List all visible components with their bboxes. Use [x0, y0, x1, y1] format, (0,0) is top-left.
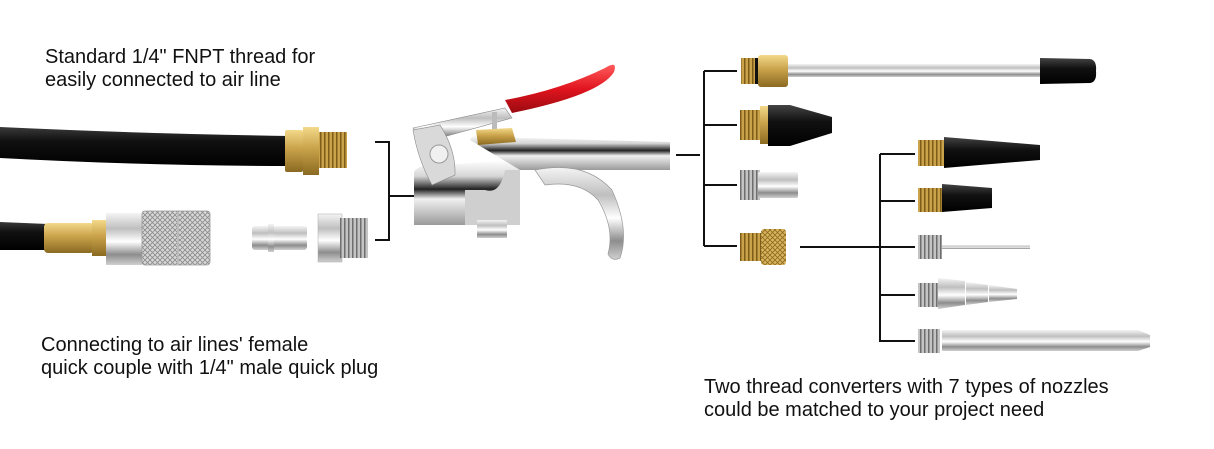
tapered-nozzle: [918, 278, 1017, 309]
air-blow-gun: [412, 64, 700, 260]
caption-nozzles: Two thread converters with 7 types of no…: [704, 376, 1109, 422]
caption-fnpt-line2: easily connected to air line: [45, 69, 281, 91]
thread-converter-steel: [740, 170, 798, 200]
caption-fnpt-line1: Standard 1/4" FNPT thread for: [45, 46, 316, 68]
bracket-converter-nozzles: [879, 153, 915, 342]
bracket-left: [375, 141, 414, 241]
caption-quick-plug: Connecting to air lines' female quick co…: [41, 334, 378, 380]
caption-nozzles-line2: could be matched to your project need: [704, 399, 1045, 421]
caption-nozzles-line1: Two thread converters with 7 types of no…: [704, 376, 1109, 398]
air-hose-fnpt: [0, 127, 347, 175]
caption-quick-plug-line2: quick couple with 1/4" male quick plug: [41, 357, 379, 379]
bracket-attachments: [703, 70, 737, 247]
long-steel-nozzle: [918, 329, 1150, 353]
short-cone-nozzle: [918, 184, 992, 212]
inflation-needle: [918, 235, 1030, 259]
caption-fnpt-thread: Standard 1/4" FNPT thread for easily con…: [45, 46, 315, 92]
caption-quick-plug-line1: Connecting to air lines' female: [41, 334, 309, 356]
long-extension-nozzle: [741, 55, 1097, 87]
rubber-tip-nozzle: [740, 105, 832, 146]
air-hose-quick-coupler: [0, 210, 211, 266]
thread-converter-brass: [740, 229, 880, 265]
male-quick-plug: [252, 213, 368, 263]
long-cone-nozzle: [918, 137, 1040, 168]
